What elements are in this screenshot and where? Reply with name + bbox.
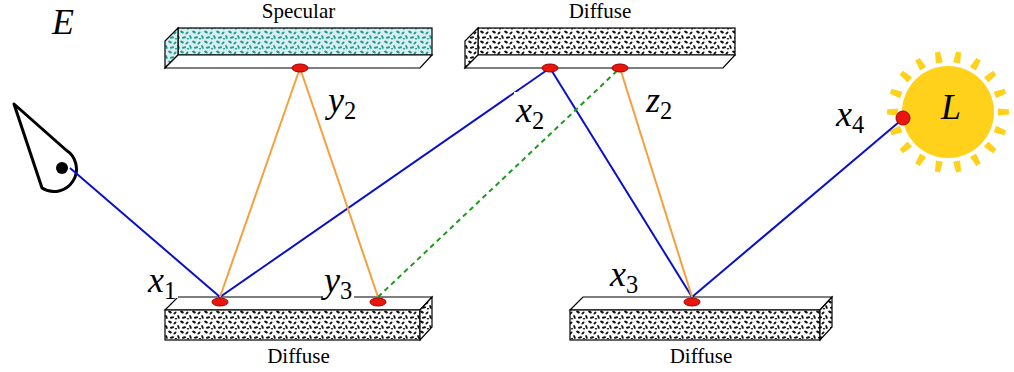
diffuse-surface: Diffuse [165, 297, 432, 340]
sun-ray [970, 153, 981, 166]
symbol-letter: y [324, 260, 340, 300]
sun-ray [984, 141, 996, 153]
hit-point [612, 64, 628, 72]
point-label: x2 [514, 92, 546, 128]
surface-label: Specular [165, 1, 432, 22]
symbol-letter: E [52, 2, 74, 42]
diffuse-slab [570, 297, 832, 340]
specular-slab [165, 28, 432, 68]
hit-points [212, 64, 910, 306]
point-label: z2 [644, 82, 674, 118]
sun-rays [887, 52, 1009, 173]
subscript: 2 [344, 97, 356, 124]
light-path [70, 168, 220, 297]
symbol-letter: x [836, 94, 852, 134]
sun-ray [900, 141, 912, 153]
sun-ray [890, 89, 902, 98]
symbol-label: L [939, 89, 963, 125]
symbol-letter: x [610, 254, 626, 294]
point-label: y3 [322, 262, 354, 298]
sun-ray [953, 161, 961, 173]
sun-ray [915, 58, 926, 71]
symbol-label: E [50, 4, 76, 40]
diffuse-surface: Diffuse [465, 28, 735, 68]
sun-ray [984, 71, 996, 83]
light-path [692, 118, 903, 297]
diffuse-surface: Diffuse [570, 297, 832, 340]
sun-ray [900, 71, 912, 83]
surface-label: Diffuse [465, 1, 735, 22]
point-label: x4 [834, 96, 866, 132]
hit-point [292, 64, 308, 72]
subscript: 4 [852, 111, 864, 138]
sun-ray [935, 161, 943, 173]
subscript: 3 [340, 277, 352, 304]
surface-label: Diffuse [570, 346, 832, 367]
sun-disk [902, 66, 994, 158]
symbol-letter: x [516, 90, 532, 130]
surface-label: Diffuse [165, 346, 432, 367]
light-source: L [903, 67, 993, 157]
light-path [220, 68, 550, 297]
sun-ray [970, 58, 981, 71]
hit-point [684, 298, 700, 306]
symbol-letter: z [646, 80, 660, 120]
symbol-letter: y [328, 80, 344, 120]
sun-ray [998, 109, 1009, 116]
hit-point [370, 298, 386, 306]
hit-point [212, 298, 228, 306]
subscript: 2 [660, 97, 672, 124]
sun-ray [994, 126, 1006, 135]
sun-ray [953, 52, 961, 64]
sun-ray [994, 89, 1006, 98]
sun-ray [915, 153, 926, 166]
light-point [896, 111, 910, 125]
sun-ray [935, 52, 943, 64]
subscript: 2 [532, 107, 544, 134]
light-path [220, 68, 300, 297]
light-path [378, 68, 620, 297]
eye-symbol [14, 104, 76, 191]
hit-point [542, 64, 558, 72]
point-label: y2 [326, 82, 358, 118]
symbol-letter: L [941, 87, 961, 127]
point-label: x1 [146, 262, 178, 298]
diffuse-slab [165, 297, 432, 340]
point-label: x3 [608, 256, 640, 292]
eye-node: E [12, 100, 70, 192]
subscript: 3 [626, 271, 638, 298]
diffuse-slab [465, 28, 735, 68]
subscript: 1 [164, 277, 176, 304]
specular-surface: Specular [165, 28, 432, 68]
symbol-letter: x [148, 260, 164, 300]
light-path [550, 68, 692, 297]
